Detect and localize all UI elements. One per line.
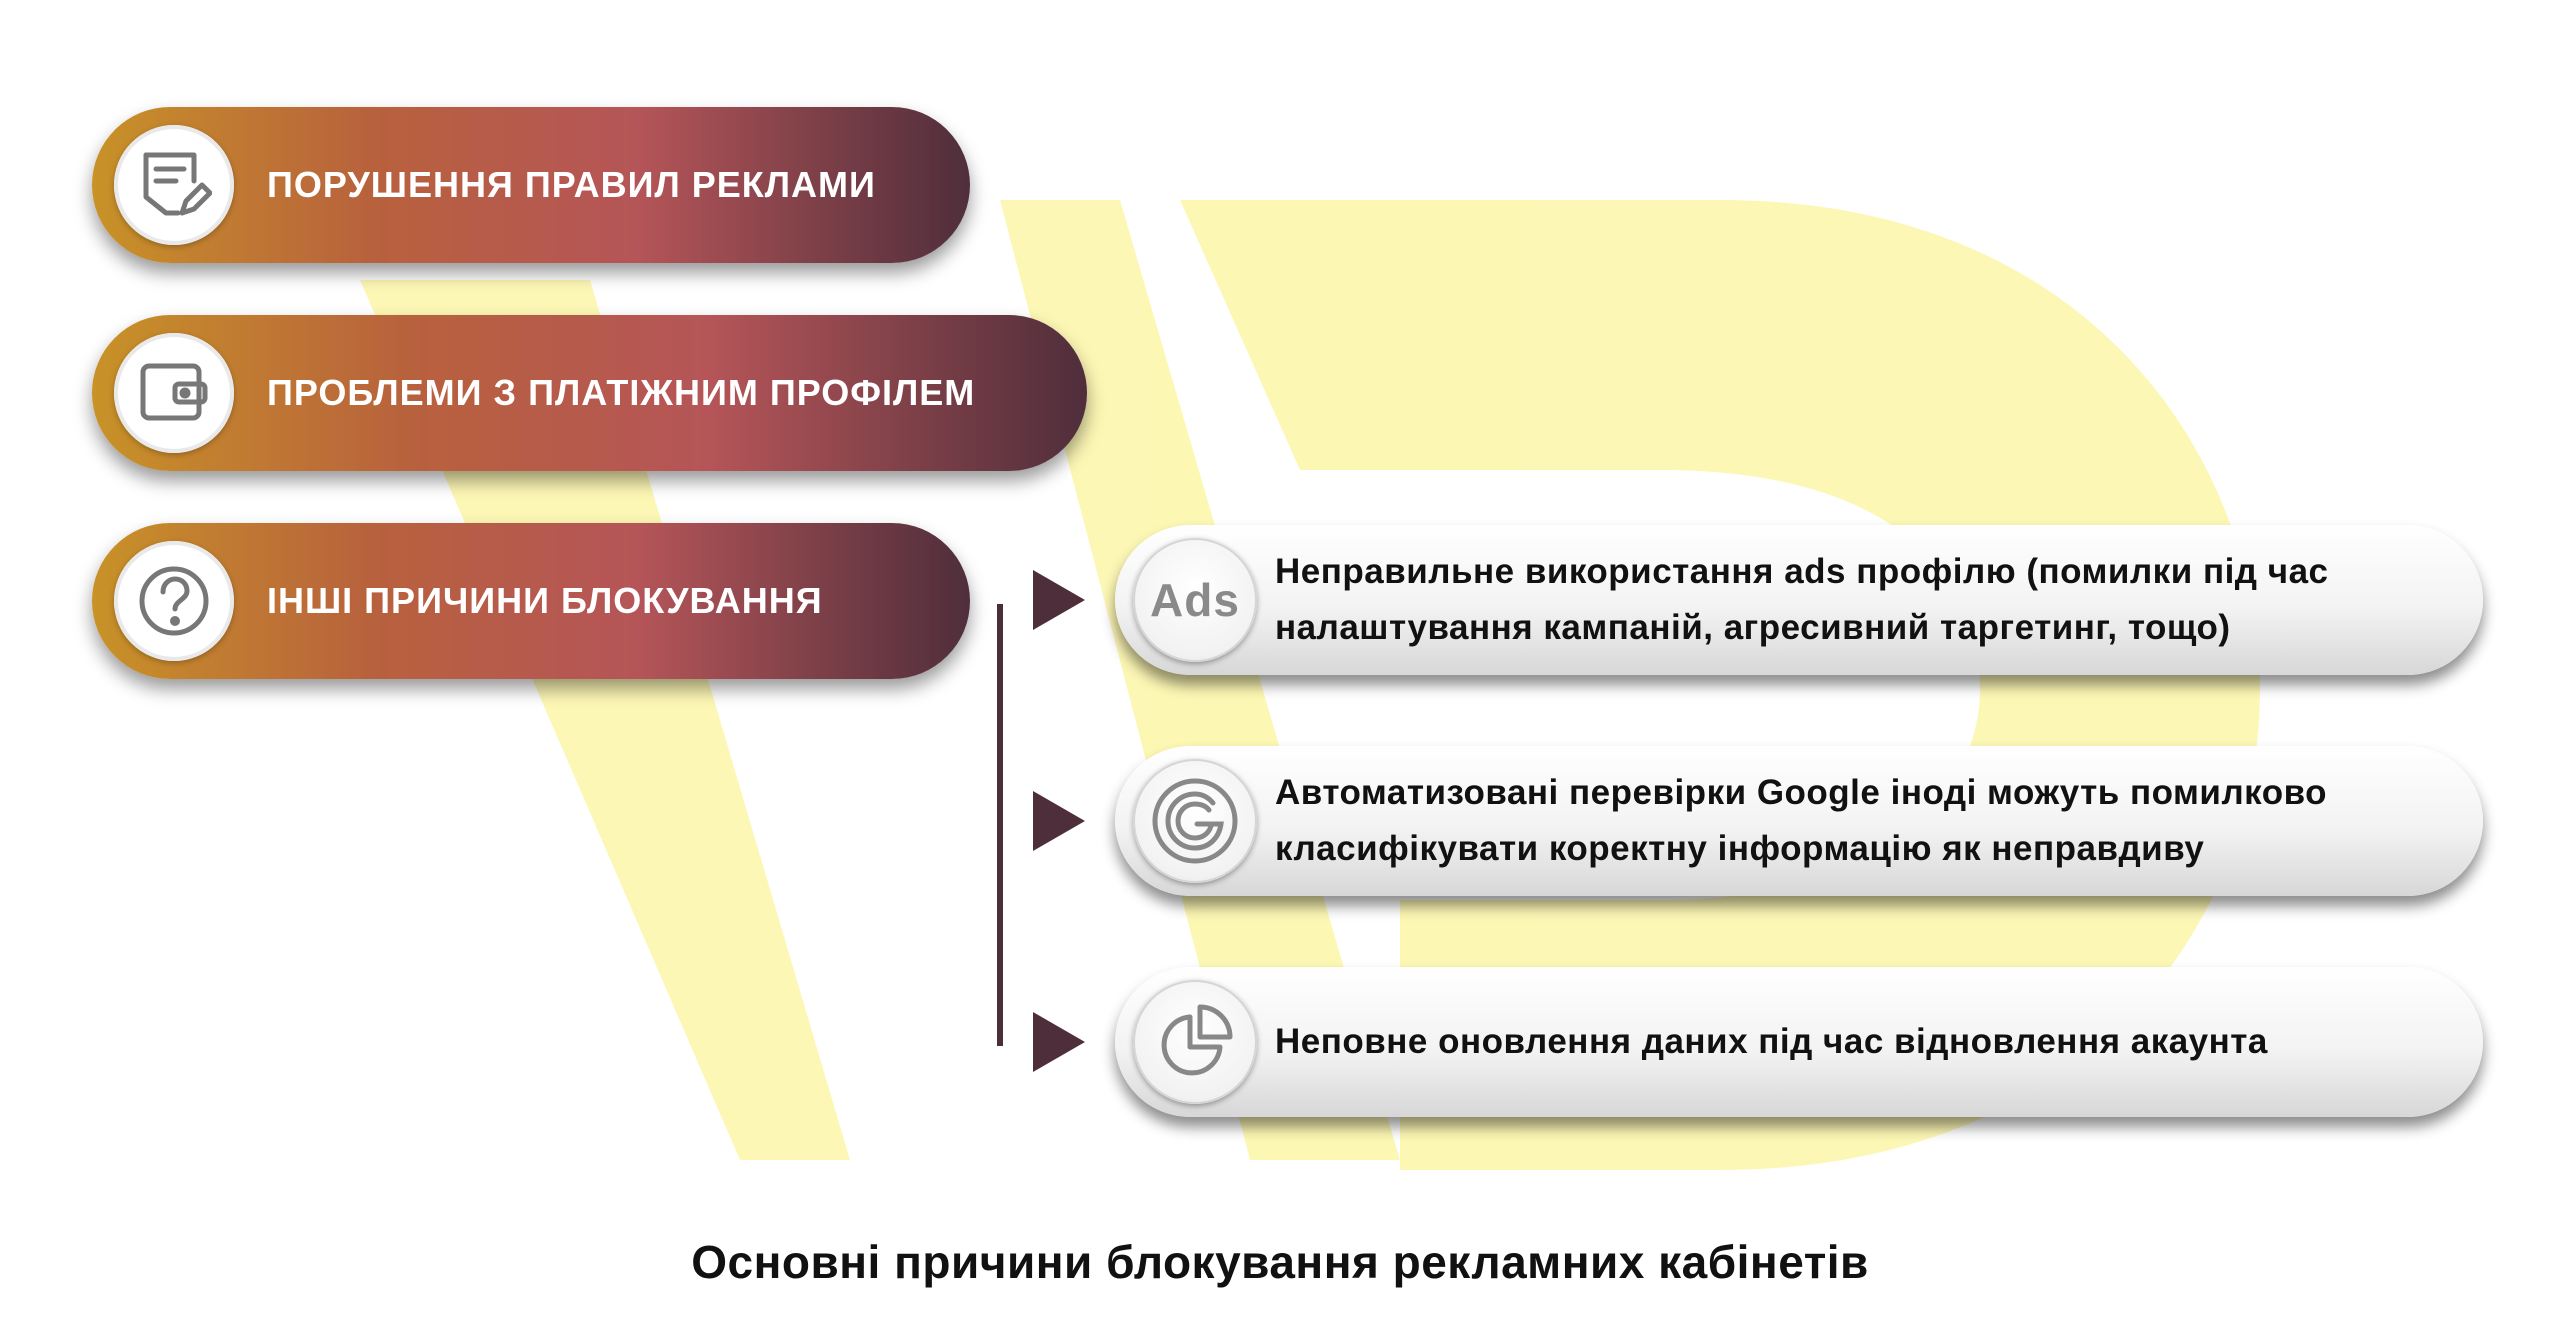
document-edit-icon (114, 125, 234, 245)
detail-text: Неповне оновлення даних під час відновле… (1275, 1022, 2268, 1061)
google-g-icon (1133, 759, 1257, 883)
detail-card-ads-profile: Ads Неправильне використання ads профілю… (1115, 525, 2483, 675)
reason-pill-other: ІНШІ ПРИЧИНИ БЛОКУВАННЯ (92, 523, 970, 679)
detail-card-data-update: Неповне оновлення даних під час відновле… (1115, 967, 2483, 1117)
reason-label: ПОРУШЕННЯ ПРАВИЛ РЕКЛАМИ (267, 164, 876, 205)
arrow-right-icon (1033, 791, 1085, 851)
ads-icon-text: Ads (1150, 574, 1240, 626)
detail-text: Неправильне використання ads профілю (по… (1275, 552, 2329, 647)
reason-pill-payment-profile: ПРОБЛЕМИ З ПЛАТІЖНИМ ПРОФІЛЕМ (92, 315, 1087, 471)
detail-text: Автоматизовані перевірки Google іноді мо… (1275, 773, 2328, 868)
reason-pill-ad-rules: ПОРУШЕННЯ ПРАВИЛ РЕКЛАМИ (92, 107, 970, 263)
wallet-icon (114, 333, 234, 453)
pie-chart-icon (1133, 980, 1257, 1104)
question-icon (114, 541, 234, 661)
ads-icon: Ads (1133, 538, 1257, 662)
connector-line (997, 604, 1003, 1046)
arrow-right-icon (1033, 1012, 1085, 1072)
diagram-caption: Основні причини блокування рекламних каб… (691, 1236, 1869, 1288)
reason-label: ІНШІ ПРИЧИНИ БЛОКУВАННЯ (267, 580, 823, 621)
detail-card-google-checks: Автоматизовані перевірки Google іноді мо… (1115, 746, 2483, 896)
arrow-right-icon (1033, 570, 1085, 630)
reason-label: ПРОБЛЕМИ З ПЛАТІЖНИМ ПРОФІЛЕМ (267, 372, 976, 413)
